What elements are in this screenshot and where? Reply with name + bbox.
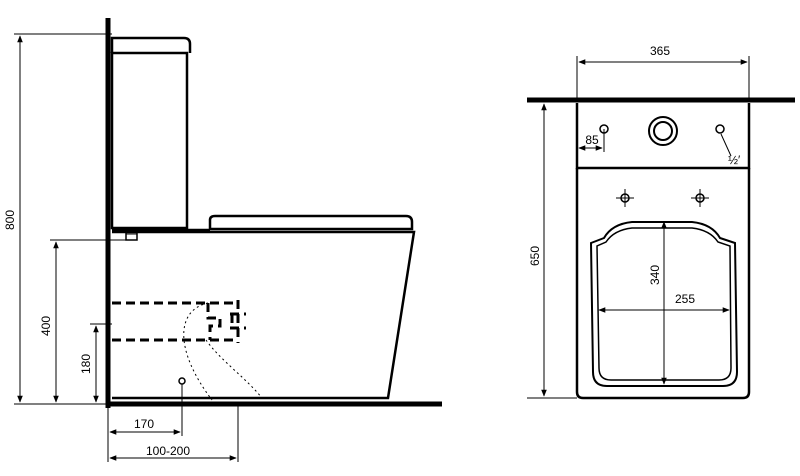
drain-outlet-fitting <box>206 303 222 340</box>
dim-offset: 85 <box>585 133 599 147</box>
cistern-lid <box>110 36 192 53</box>
dim-total-height: 800 <box>3 210 17 230</box>
trap-path <box>183 302 213 401</box>
top-view: 365 650 85 ½′ 340 255 <box>527 44 795 400</box>
toilet-bowl <box>112 230 416 400</box>
dim-outlet-center: 170 <box>134 417 154 431</box>
dim-width: 365 <box>650 44 670 58</box>
cistern <box>110 51 189 230</box>
flush-button <box>648 116 678 146</box>
top-cistern <box>575 103 751 170</box>
seat-opening <box>589 221 739 387</box>
dim-inlet-size: ½′ <box>728 153 741 167</box>
dim-seat-length: 340 <box>648 265 662 285</box>
dim-depth: 650 <box>528 246 542 266</box>
dim-outlet-range: 100-200 <box>146 444 190 458</box>
dim-seat-width: 255 <box>675 292 695 306</box>
mounting-bolt-left <box>616 189 634 207</box>
side-view: 800 400 180 170 100-200 <box>3 18 442 462</box>
top-bowl <box>575 168 751 400</box>
toilet-seat <box>208 214 414 231</box>
mounting-bolt-right <box>691 189 709 207</box>
dim-outlet-height: 180 <box>79 354 93 374</box>
dim-inlet-height: 400 <box>39 316 53 336</box>
cistern-hole-right <box>715 124 725 134</box>
outlet-center-mark <box>178 377 186 385</box>
